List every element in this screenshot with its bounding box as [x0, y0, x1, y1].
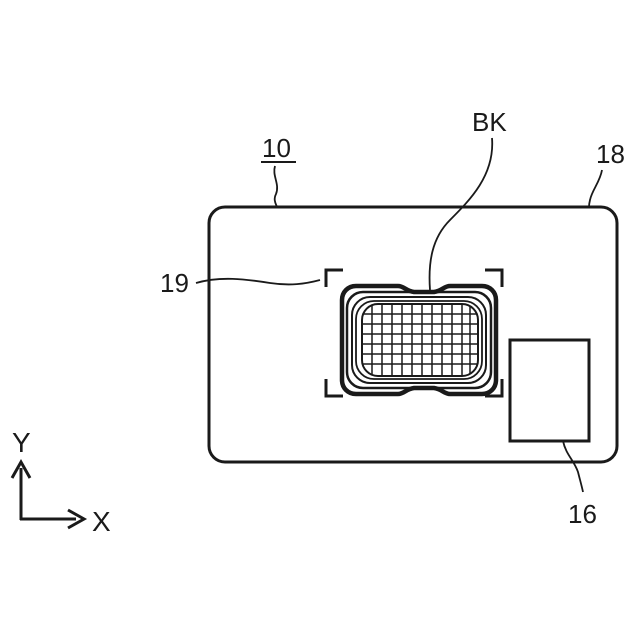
screen-ref-leader	[589, 170, 602, 207]
frame-ref-leader	[196, 279, 320, 285]
button-area	[510, 340, 589, 441]
x-axis-label: X	[92, 506, 111, 537]
basket-outer-rim	[342, 286, 496, 394]
frame-corner-top-right	[485, 270, 502, 287]
frame-corner-top-left	[326, 270, 343, 287]
button-ref-leader	[563, 441, 583, 492]
device-ref-label: 10	[262, 133, 291, 163]
frame-ref-label: 19	[160, 268, 189, 298]
basket-rim-4	[356, 301, 482, 379]
screen-ref-label: 18	[596, 139, 625, 169]
object-ref-leader	[430, 138, 493, 290]
basket-object	[342, 286, 496, 394]
y-axis-label: Y	[12, 427, 31, 458]
object-ref-label: BK	[472, 107, 507, 137]
device-ref-leader	[274, 166, 277, 207]
button-ref-label: 16	[568, 499, 597, 529]
axis-indicator: Y X	[12, 427, 111, 537]
basket-mesh	[358, 300, 482, 380]
basket-floor	[362, 304, 478, 376]
